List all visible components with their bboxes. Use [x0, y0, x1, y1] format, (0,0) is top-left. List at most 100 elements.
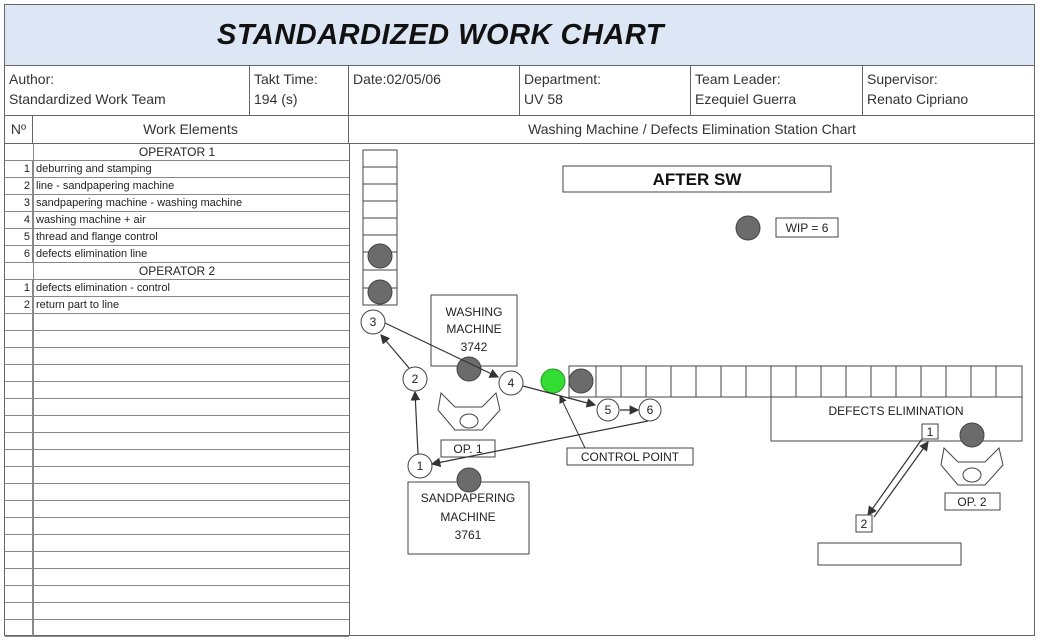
empty-number-cell: [5, 450, 33, 467]
empty-table-row: [5, 484, 349, 501]
empty-number-cell: [5, 348, 33, 365]
department-cell: Department: UV 58: [520, 66, 691, 116]
wip-box: [775, 217, 839, 238]
step-marker: [407, 453, 433, 479]
supervisor-value: Renato Cipriano: [867, 91, 969, 107]
empty-box: [817, 542, 962, 566]
washing-machine-line-1: WASHING: [446, 305, 503, 319]
empty-table-row: [5, 331, 349, 348]
team-leader-value: Ezequiel Guerra: [695, 91, 797, 107]
op1-step-markers: 1 2 3 4 5 6: [360, 309, 662, 479]
empty-number-cell: [5, 433, 33, 450]
operator-1-label: OPERATOR 1: [138, 145, 216, 159]
control-point-dot: [540, 368, 566, 394]
op2-box: [944, 492, 1001, 511]
column-header-work-elements: Work Elements: [33, 116, 349, 144]
step-marker: [855, 514, 873, 533]
wip-label: WIP = 6: [786, 221, 829, 235]
operator-1-icon: [437, 391, 501, 431]
control-point-box: [566, 447, 694, 466]
step-text: line - sandpapering machine: [36, 180, 175, 192]
team-leader-label: Team Leader:: [695, 71, 781, 87]
step-number: 2: [5, 297, 33, 314]
empty-table-row: [5, 314, 349, 331]
empty-table-row: [5, 450, 349, 467]
column-header-station-chart: Washing Machine / Defects Elimination St…: [349, 116, 1035, 144]
after-sw-label: AFTER SW: [653, 170, 743, 189]
step-marker-label: 6: [647, 403, 654, 417]
empty-number-cell: [5, 620, 33, 637]
takt-time-value: 194 (s): [254, 91, 298, 107]
table-divider: [349, 144, 350, 636]
column-header-number: Nº: [5, 116, 33, 144]
step-marker: [638, 398, 662, 422]
step-text: return part to line: [36, 299, 120, 311]
sandpapering-machine-line-3: 3761: [455, 528, 482, 542]
empty-table-row: [5, 552, 349, 569]
empty-number-cell: [5, 586, 33, 603]
supervisor-label: Supervisor:: [867, 71, 938, 87]
empty-table-row: [5, 518, 349, 535]
step-marker-label: 1: [417, 459, 424, 473]
part-dot: [568, 368, 594, 394]
empty-table-row: [5, 535, 349, 552]
step-number: 6: [5, 246, 33, 263]
date-label: Date:02/05/06: [353, 71, 441, 87]
operator-1-path: [380, 322, 649, 468]
empty-table-row: [5, 416, 349, 433]
chart-title: STANDARDIZED WORK CHART: [217, 19, 665, 51]
step-text: washing machine + air: [36, 214, 146, 226]
empty-number-cell: [5, 314, 33, 331]
department-value: UV 58: [524, 91, 563, 107]
conveyor-line: [568, 365, 1023, 398]
step-number: 2: [5, 178, 33, 195]
control-point-label: CONTROL POINT: [581, 450, 680, 464]
empty-number-cell: [5, 399, 33, 416]
author-value: Standardized Work Team: [9, 91, 166, 107]
step-marker: [402, 366, 428, 392]
empty-table-row: [5, 399, 349, 416]
empty-table-row: [5, 620, 349, 637]
operator-2-header: OPERATOR 2: [5, 263, 349, 280]
step-text: deburring and stamping: [36, 163, 152, 175]
empty-number-cell: [5, 467, 33, 484]
empty-table-row: [5, 348, 349, 365]
operator-1-header: OPERATOR 1: [5, 144, 349, 161]
title-bar: STANDARDIZED WORK CHART: [5, 5, 1034, 66]
defects-elimination-label: DEFECTS ELIMINATION: [828, 404, 963, 418]
author-label: Author:: [9, 71, 55, 87]
step-marker: [498, 370, 524, 396]
operator-2-icon: [940, 446, 1004, 486]
washing-machine-line-2: MACHINE: [446, 322, 501, 336]
step-marker: [596, 398, 620, 422]
empty-number-cell: [5, 518, 33, 535]
team-leader-cell: Team Leader: Ezequiel Guerra: [691, 66, 863, 116]
empty-table-row: [5, 365, 349, 382]
empty-table-row: [5, 586, 349, 603]
step-number: 1: [5, 280, 33, 297]
empty-table-row: [5, 382, 349, 399]
op1-label: OP. 1: [453, 442, 482, 456]
step-text: defects elimination line: [36, 248, 148, 260]
control-point-pointer: [559, 395, 586, 449]
operator-2-path: [867, 438, 929, 518]
empty-table-row: [5, 603, 349, 620]
empty-table-row: [5, 433, 349, 450]
step-marker-label: 4: [508, 376, 515, 390]
step-text: thread and flange control: [36, 231, 158, 243]
op2-label: OP. 2: [957, 495, 986, 509]
operator-2-label: OPERATOR 2: [138, 264, 216, 278]
number-column-divider: [33, 144, 34, 636]
empty-table-row: [5, 501, 349, 518]
step-text: defects elimination - control: [36, 282, 170, 294]
empty-number-cell: [5, 365, 33, 382]
step-marker-label: 1: [927, 425, 934, 439]
